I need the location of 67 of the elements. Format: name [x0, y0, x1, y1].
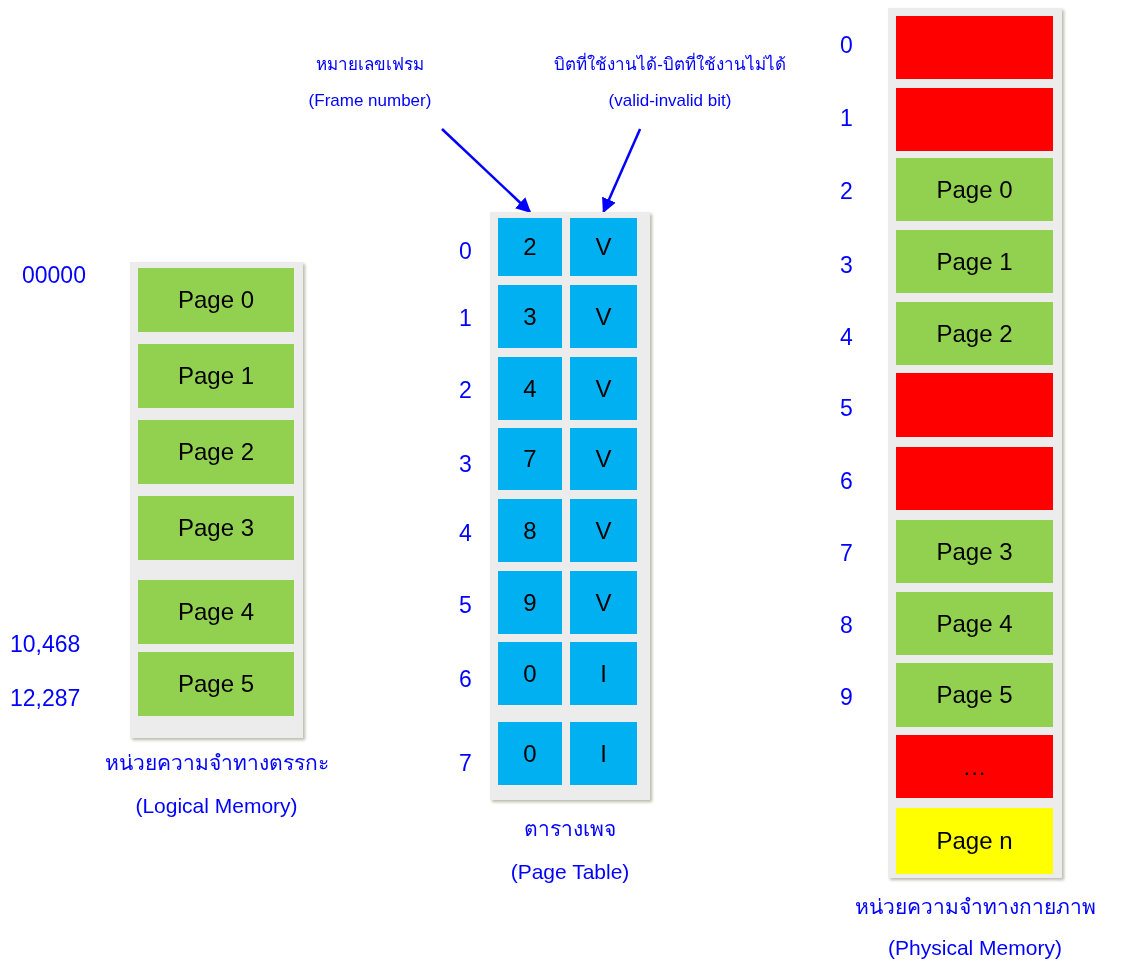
row-index: 8 [840, 612, 853, 639]
page-block: Page 0 [138, 268, 294, 332]
row-index: 2 [459, 377, 472, 404]
table-entry: 2 [498, 218, 562, 276]
page-block: Page 5 [896, 663, 1053, 727]
table-entry: 0 [498, 642, 562, 705]
table-entry: V [570, 428, 637, 490]
row-index: 0 [459, 238, 472, 265]
panel-subtitle: (Page Table) [510, 860, 630, 884]
table-entry: V [570, 357, 637, 420]
row-index: 0 [840, 32, 853, 59]
table-entry: I [570, 722, 637, 785]
table-entry: I [570, 642, 637, 705]
table-entry: 3 [498, 285, 562, 348]
row-index: 4 [459, 520, 472, 547]
row-index: 6 [840, 468, 853, 495]
page-block: Page 5 [138, 652, 294, 716]
page-block: Page 1 [896, 230, 1053, 293]
annotation-text: หมายเลขเฟรม [315, 54, 425, 76]
page-block: … [896, 735, 1053, 798]
panel-title: หน่วยความจำทางกายภาพ [854, 894, 1096, 920]
page-block: Page 4 [896, 592, 1053, 655]
row-index: 6 [459, 666, 472, 693]
page-block: Page n [896, 808, 1053, 874]
page-block: Page 4 [138, 580, 294, 644]
page-block: Page 3 [896, 520, 1053, 583]
row-index: 1 [459, 305, 472, 332]
table-entry: V [570, 571, 637, 634]
address-label: 12,287 [10, 685, 81, 712]
row-index: 7 [459, 750, 472, 777]
arrow [441, 128, 532, 214]
panel-subtitle: (Physical Memory) [888, 936, 1062, 960]
frame-block [896, 16, 1053, 79]
row-index: 9 [840, 684, 853, 711]
page-block: Page 1 [138, 344, 294, 408]
page-block: Page 2 [138, 420, 294, 484]
table-entry: 4 [498, 357, 562, 420]
row-index: 4 [840, 324, 853, 351]
panel-title: หน่วยความจำทางตรรกะ [104, 750, 329, 776]
table-entry: 8 [498, 499, 562, 562]
page-block: Page 0 [896, 158, 1053, 221]
panel-title: ตารางเพจ [524, 816, 616, 842]
page-block: Page 2 [896, 302, 1053, 365]
table-entry: 0 [498, 722, 562, 785]
page-block: Page 3 [138, 496, 294, 560]
row-index: 3 [459, 451, 472, 478]
row-index: 3 [840, 252, 853, 279]
panel-subtitle: (Logical Memory) [135, 794, 298, 818]
row-index: 5 [459, 592, 472, 619]
row-index: 5 [840, 395, 853, 422]
address-label: 10,468 [10, 631, 81, 658]
table-entry: V [570, 499, 637, 562]
annotation-translation: (Frame number) [307, 91, 433, 111]
annotation-translation: (valid-invalid bit) [607, 91, 733, 111]
address-label: 00000 [22, 262, 86, 289]
row-index: 7 [840, 540, 853, 567]
arrow [602, 128, 642, 214]
frame-block [896, 373, 1053, 437]
table-entry: 7 [498, 428, 562, 490]
frame-block [896, 88, 1053, 151]
row-index: 1 [840, 105, 853, 132]
row-index: 2 [840, 178, 853, 205]
table-entry: V [570, 218, 637, 276]
frame-block [896, 447, 1053, 510]
table-entry: 9 [498, 571, 562, 634]
table-entry: V [570, 285, 637, 348]
annotation-text: บิตที่ใช้งานได้-บิตที่ใช้งานไม่ได้ [520, 50, 820, 77]
